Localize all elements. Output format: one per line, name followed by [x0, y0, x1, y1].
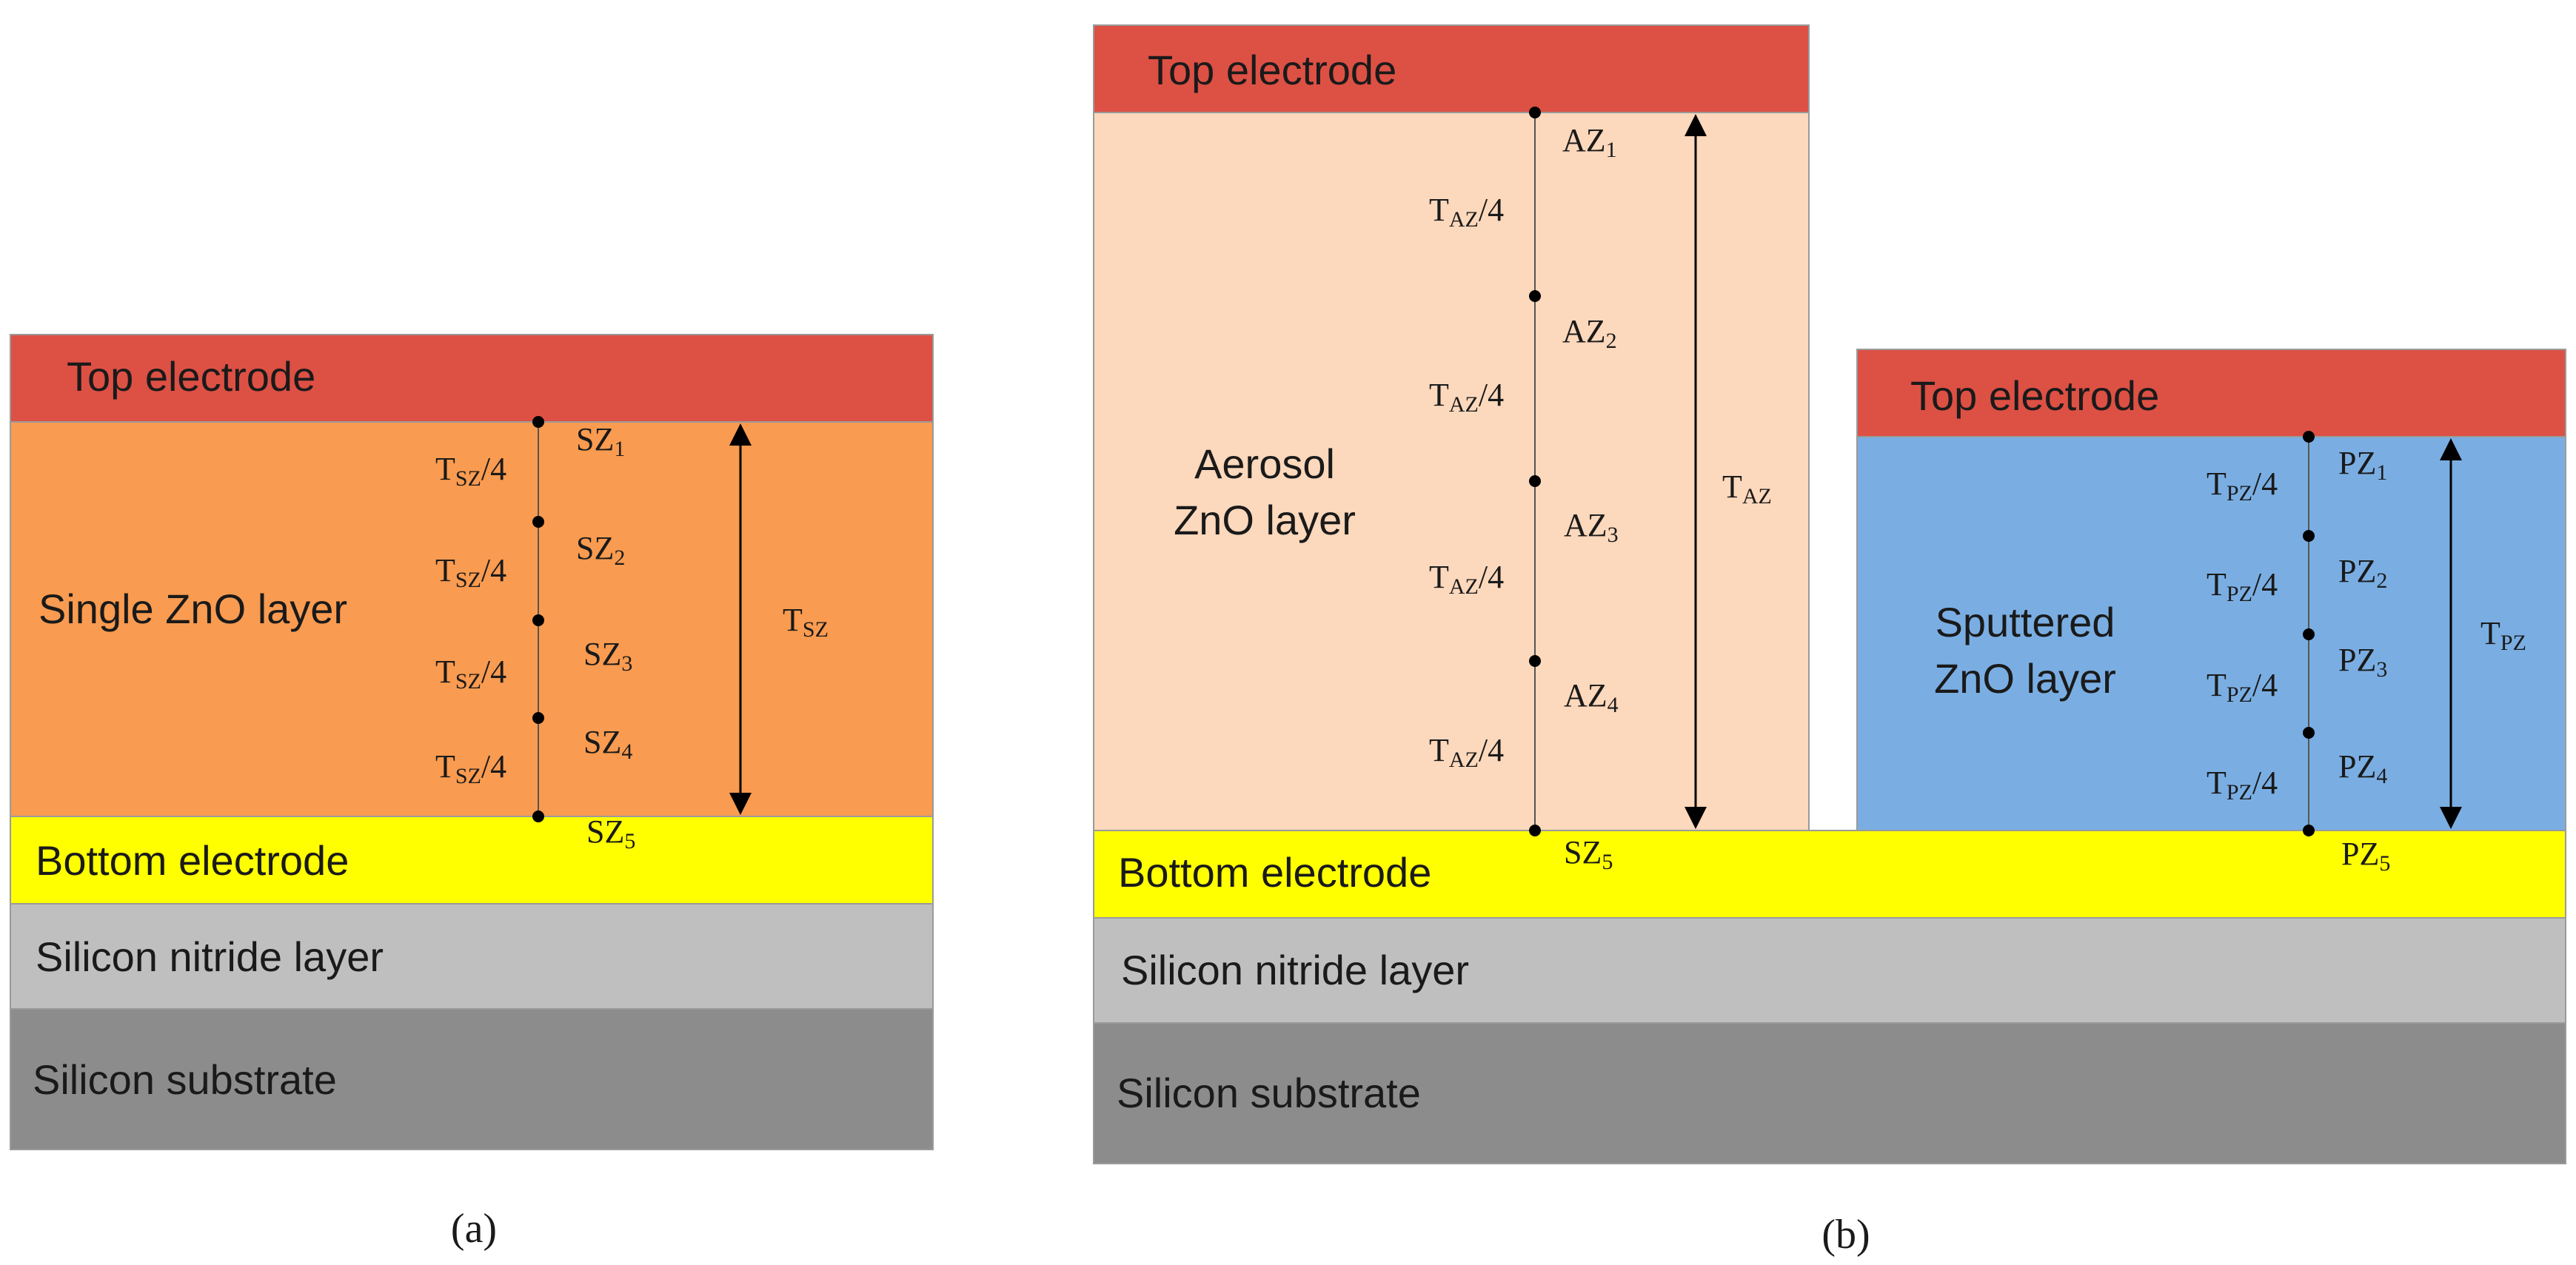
a-caption: (a)	[451, 1206, 497, 1252]
b-point-sz5	[1529, 825, 1541, 836]
b-aerosol-spacing-label-4: TAZ/4	[1429, 732, 1504, 772]
b-point-az1	[1529, 107, 1541, 118]
b-point-az4	[1529, 655, 1541, 667]
b-aerosol-zno-label-line1: Aerosol	[1194, 440, 1335, 487]
a-spacing-label-3: TSZ/4	[435, 654, 506, 694]
a-silicon-nitride-label: Silicon nitride layer	[36, 933, 384, 980]
b-point-pz3	[2303, 628, 2315, 640]
a-point-label-1: SZ1	[576, 421, 625, 461]
a-point-label-5: SZ5	[586, 813, 635, 853]
b-aerosol-point-label-5: SZ5	[1564, 834, 1613, 874]
b-sputtered-zno-label-line1: Sputtered	[1936, 599, 2115, 645]
a-top-electrode-label: Top electrode	[67, 353, 315, 400]
b-point-pz5	[2303, 825, 2315, 836]
figure-a: Top electrode Single ZnO layer Bottom el…	[10, 334, 934, 1252]
b-point-pz4	[2303, 727, 2315, 739]
b-point-az2	[1529, 290, 1541, 302]
a-bottom-electrode-layer	[10, 816, 934, 905]
b-aerosol-spacing-label-1: TAZ/4	[1429, 192, 1504, 232]
a-point-sz2	[532, 516, 544, 528]
a-spacing-label-1: TSZ/4	[435, 451, 506, 491]
b-sputtered-thickness-label: TPZ	[2480, 615, 2526, 655]
b-bottom-electrode-label: Bottom electrode	[1118, 849, 1431, 896]
b-sputtered-top-electrode-label: Top electrode	[1910, 372, 2159, 419]
b-silicon-substrate-label: Silicon substrate	[1117, 1070, 1421, 1116]
b-sputtered-point-label-1: PZ1	[2338, 445, 2387, 485]
b-sputtered-spacing-label-1: TPZ/4	[2207, 466, 2278, 506]
b-silicon-substrate-layer	[1093, 1022, 2566, 1164]
b-silicon-nitride-layer	[1093, 917, 2566, 1024]
b-sputtered-zno-label-line2: ZnO layer	[1934, 655, 2116, 702]
a-top-electrode-layer	[10, 334, 934, 423]
b-bottom-electrode-layer	[1093, 830, 2566, 919]
figure-b: Top electrode Aerosol ZnO layer Top elec…	[1093, 24, 2566, 1258]
b-aerosol-top-electrode-layer	[1093, 24, 1810, 113]
a-point-sz3	[532, 614, 544, 626]
a-point-sz5	[532, 811, 544, 822]
b-caption: (b)	[1821, 1212, 1870, 1258]
a-point-label-2: SZ2	[576, 530, 625, 570]
b-aerosol-point-label-3: AZ3	[1564, 507, 1619, 547]
a-thickness-label: TSZ	[783, 602, 829, 642]
b-aerosol-point-label-1: AZ1	[1562, 122, 1617, 162]
a-point-label-4: SZ4	[583, 724, 632, 764]
b-sputtered-top-electrode-layer	[1856, 349, 2566, 437]
b-sputtered-point-label-3: PZ3	[2338, 642, 2387, 682]
b-sputtered-spacing-label-4: TPZ/4	[2207, 765, 2278, 805]
b-sputtered-spacing-label-2: TPZ/4	[2207, 566, 2278, 606]
b-sputtered-point-label-5: PZ5	[2341, 836, 2390, 876]
b-point-pz1	[2303, 431, 2315, 443]
b-aerosol-spacing-label-2: TAZ/4	[1429, 377, 1504, 417]
a-point-sz4	[532, 712, 544, 724]
b-sputtered-point-label-4: PZ4	[2338, 748, 2387, 788]
b-sputtered-point-label-2: PZ2	[2338, 553, 2387, 593]
a-bottom-electrode-label: Bottom electrode	[36, 837, 349, 884]
a-point-sz1	[532, 416, 544, 428]
b-point-az3	[1529, 475, 1541, 487]
a-silicon-substrate-label: Silicon substrate	[33, 1056, 337, 1103]
b-aerosol-point-label-4: AZ4	[1564, 677, 1619, 717]
b-aerosol-point-label-2: AZ2	[1562, 313, 1617, 353]
a-point-label-3: SZ3	[583, 636, 632, 676]
a-zno-label: Single ZnO layer	[39, 585, 347, 632]
b-aerosol-zno-label-line2: ZnO layer	[1174, 497, 1356, 543]
b-silicon-nitride-label: Silicon nitride layer	[1121, 947, 1469, 993]
b-aerosol-top-electrode-label: Top electrode	[1148, 47, 1396, 93]
a-spacing-label-4: TSZ/4	[435, 748, 506, 788]
a-silicon-substrate-layer	[10, 1008, 934, 1150]
b-sputtered-spacing-label-3: TPZ/4	[2207, 667, 2278, 707]
a-spacing-label-2: TSZ/4	[435, 552, 506, 592]
b-point-pz2	[2303, 530, 2315, 542]
a-single-zno-layer	[10, 421, 934, 817]
a-silicon-nitride-layer	[10, 903, 934, 1010]
b-aerosol-thickness-label: TAZ	[1722, 469, 1772, 509]
b-aerosol-spacing-label-3: TAZ/4	[1429, 559, 1504, 599]
